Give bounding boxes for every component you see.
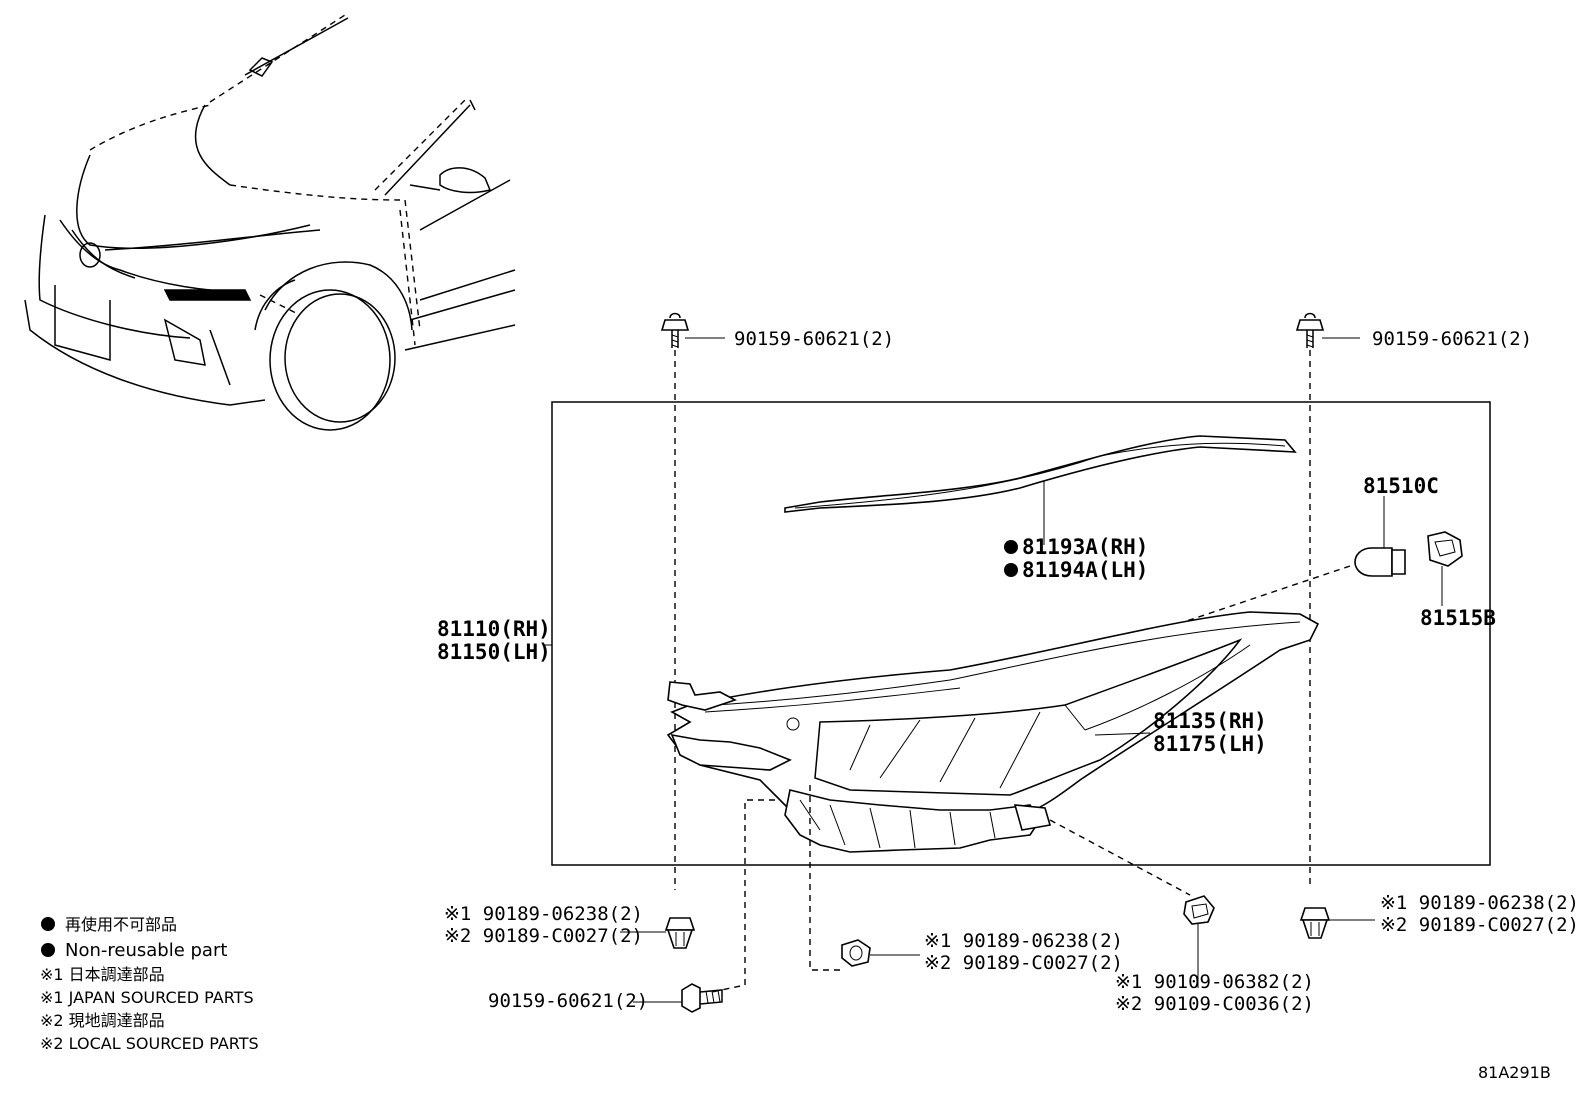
svg-text:81194A(LH): 81194A(LH)	[1022, 558, 1148, 582]
label-nut-center-2: ※2 90189-C0027(2)	[924, 952, 1123, 974]
legend: 再使用不可部品 Non-reusable part ※1 日本調達部品 ※1 J…	[40, 915, 259, 1053]
right-clip-nut	[1299, 907, 1331, 939]
label-screw-2: ※2 90109-C0036(2)	[1115, 993, 1314, 1015]
label-garnish-lh: 81194A(LH)	[1004, 558, 1148, 582]
label-nut-right-1: ※1 90189-06238(2)	[1380, 892, 1579, 914]
label-bolt-bottom: 90159-60621(2)	[488, 990, 648, 1012]
diagram-code: 81A291B	[1478, 1063, 1551, 1082]
legend-nonreusable-en: Non-reusable part	[65, 940, 227, 961]
label-unit-lh: 81175(LH)	[1153, 732, 1267, 756]
headlamp-unit	[666, 611, 1320, 853]
svg-text:81193A(RH): 81193A(RH)	[1022, 535, 1148, 559]
legend-local-sourced-jp: ※2 現地調達部品	[40, 1011, 165, 1030]
legend-local-sourced-en: ※2 LOCAL SOURCED PARTS	[40, 1034, 259, 1053]
top-right-bolt	[1295, 312, 1325, 348]
label-screw-1: ※1 90109-06382(2)	[1115, 971, 1314, 993]
label-nut-center-1: ※1 90189-06238(2)	[924, 930, 1123, 952]
legend-nonreusable-jp: 再使用不可部品	[65, 915, 177, 934]
center-right-screw	[1183, 895, 1215, 925]
label-nut-left-1: ※1 90189-06238(2)	[444, 903, 643, 925]
assembly-boundary-box	[551, 401, 1491, 866]
label-headlamp-lh: 81150(LH)	[437, 640, 551, 664]
label-nut-left-2: ※2 90189-C0027(2)	[444, 925, 643, 947]
label-nut-right-2: ※2 90189-C0027(2)	[1380, 914, 1579, 936]
top-left-bolt	[660, 312, 690, 348]
label-headlamp-rh: 81110(RH)	[437, 617, 551, 641]
vehicle-overview-illustration	[24, 14, 516, 431]
label-garnish-rh: 81193A(RH)	[1004, 535, 1148, 559]
bulb-socket-81515b	[1427, 531, 1463, 567]
label-bolt-top-right: 90159-60621(2)	[1372, 328, 1532, 350]
label-socket: 81515B	[1420, 606, 1496, 630]
center-clip-nut	[841, 939, 871, 967]
label-bulb: 81510C	[1363, 474, 1439, 498]
legend-japan-sourced-en: ※1 JAPAN SOURCED PARTS	[40, 988, 254, 1007]
left-clip-nut	[664, 917, 696, 949]
legend-japan-sourced-jp: ※1 日本調達部品	[40, 965, 165, 984]
bulb-81510c	[1354, 547, 1406, 577]
label-bolt-top-left: 90159-60621(2)	[734, 328, 894, 350]
headlamp-garnish-strip	[784, 435, 1297, 513]
label-unit-rh: 81135(RH)	[1153, 709, 1267, 733]
bottom-bolt	[681, 983, 723, 1013]
